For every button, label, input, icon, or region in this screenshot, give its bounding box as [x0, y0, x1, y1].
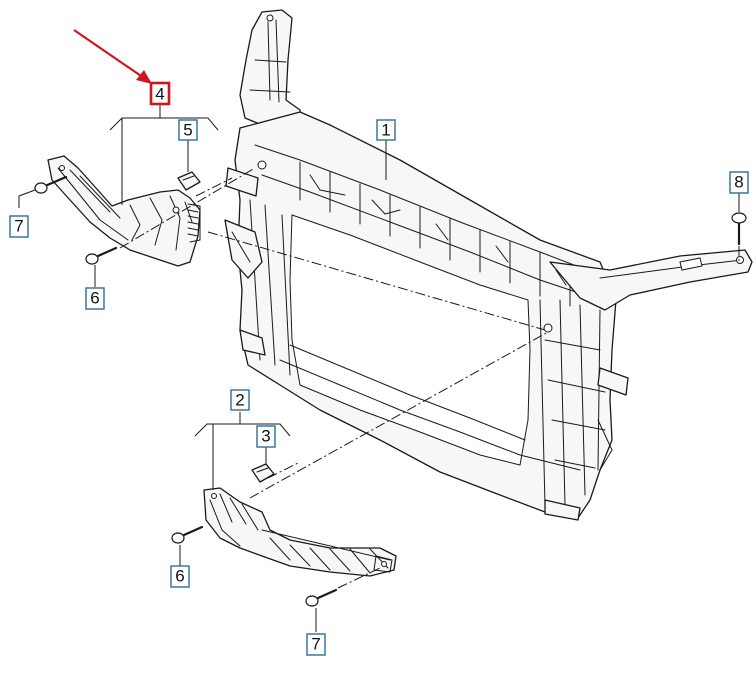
clip-nut-3 — [251, 463, 275, 483]
svg-text:7: 7 — [311, 635, 320, 654]
svg-text:6: 6 — [90, 289, 99, 308]
screw-6-lower — [171, 525, 204, 544]
lower-left-bracket-part — [203, 487, 397, 577]
svg-text:7: 7 — [14, 217, 23, 236]
callout-2: 2 — [230, 389, 250, 411]
callout-1: 1 — [376, 119, 396, 141]
callout-5: 5 — [178, 119, 198, 141]
clip-nut-5 — [177, 171, 201, 191]
svg-text:8: 8 — [734, 173, 743, 192]
svg-text:4: 4 — [155, 85, 164, 104]
callout-4: 4 — [149, 81, 171, 106]
callout-7-lower: 7 — [306, 633, 326, 656]
highlight-arrow — [73, 29, 152, 84]
assembly-lines — [119, 167, 740, 589]
callout-8: 8 — [729, 171, 749, 194]
upper-left-bracket-part — [47, 155, 201, 267]
screw-7-lower — [305, 588, 338, 607]
callout-7-upper: 7 — [9, 215, 29, 238]
svg-text:3: 3 — [261, 427, 270, 446]
svg-text:6: 6 — [175, 567, 184, 586]
leader-lines — [18, 105, 740, 632]
screw-6-upper — [85, 246, 118, 265]
svg-text:1: 1 — [381, 121, 390, 140]
screw-7-upper — [34, 175, 68, 194]
callout-6-lower: 6 — [170, 565, 190, 588]
callout-6-upper: 6 — [85, 287, 105, 310]
svg-text:2: 2 — [235, 391, 244, 410]
front-carrier-part — [224, 9, 753, 521]
callout-3: 3 — [256, 425, 276, 448]
screw-8 — [731, 212, 747, 246]
svg-text:5: 5 — [183, 121, 192, 140]
